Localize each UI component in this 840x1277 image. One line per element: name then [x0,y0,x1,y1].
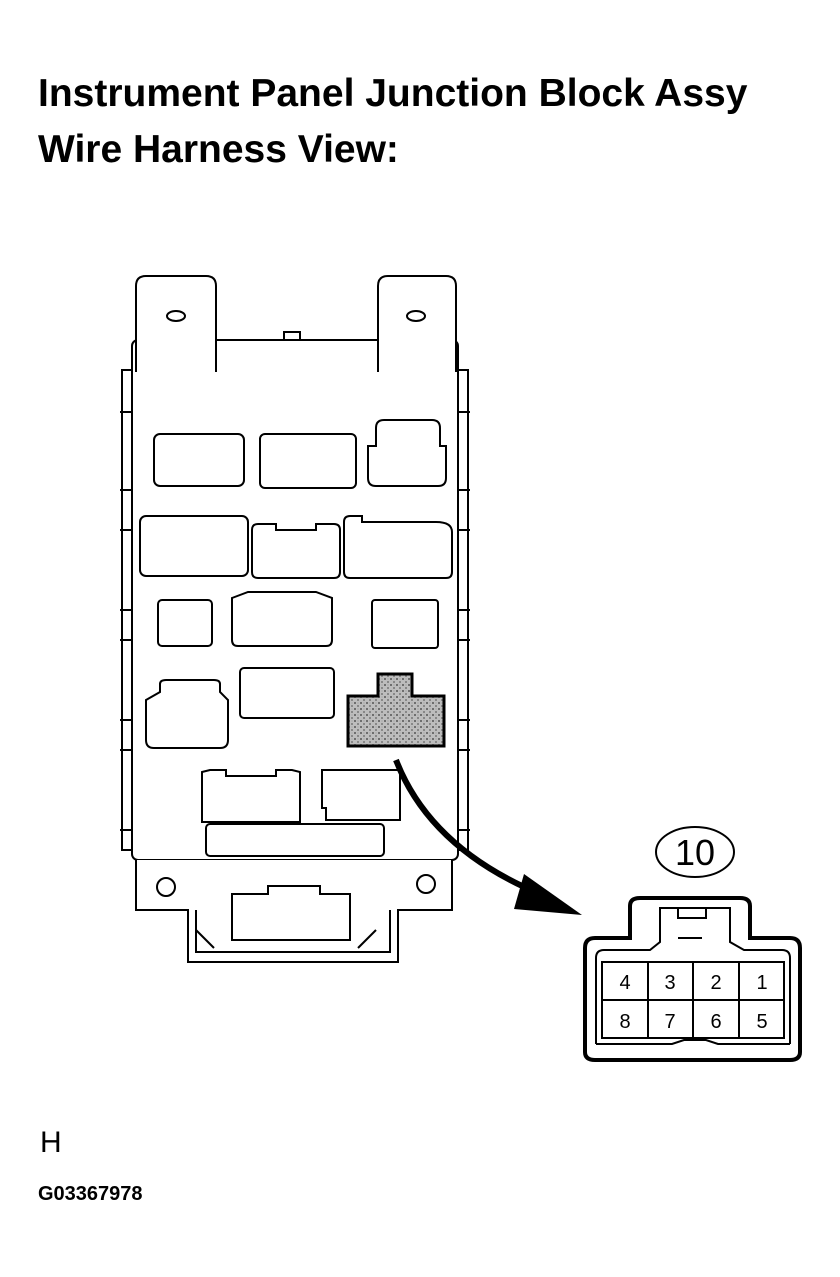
title-line-1: Instrument Panel Junction Block Assy [38,72,748,115]
hatch-right [357,929,377,949]
connector-slot [367,419,447,487]
connector-slot [321,769,401,821]
pin-labels: 4 3 2 1 8 7 6 5 [619,972,767,1033]
pin-label: 5 [756,1011,767,1033]
right-bolt-hole [416,874,436,894]
left-bolt-hole [156,877,176,897]
diagram-title: Instrument Panel Junction Block Assy Wir… [38,66,747,178]
connector-slot [239,667,335,719]
connector-slot [145,679,229,749]
right-mount-tab [377,275,457,372]
connector-slot [139,515,249,577]
pin-label: 3 [664,972,675,994]
pin-label: 4 [619,972,630,994]
connector-slot [153,433,245,487]
pin-label: 8 [619,1011,630,1033]
right-mount-hole [406,310,426,322]
connector-slot [371,599,439,649]
pin-label: 2 [710,972,721,994]
connector-slot [205,823,385,857]
callout-arrow [393,758,582,915]
connector-bottom-key [596,1039,790,1045]
junction-block [120,275,470,963]
view-code: H [40,1126,62,1159]
pin-label: 7 [664,1011,675,1033]
connector-number-label: 10 [655,826,735,878]
connector-number: 10 [675,832,715,873]
left-clips [120,411,132,831]
connector-slot [259,433,357,489]
highlighted-connector-location [346,672,446,748]
right-clips [458,411,470,831]
connector-slot [231,591,333,647]
left-mount-tab [135,275,217,372]
connector-slot [343,515,453,579]
top-edge-notch [216,331,378,341]
hatch-left [195,929,215,949]
lock-tab [677,907,707,919]
title-line-2: Wire Harness View: [38,128,399,171]
connector-slot [201,769,301,823]
pin-label: 1 [756,972,767,994]
pin-label: 6 [710,1011,721,1033]
bottom-connector-slot [231,885,351,941]
connector-front-view [583,896,802,1062]
figure-id: G03367978 [38,1183,143,1205]
connector-slot [251,523,341,579]
bottom-housing [135,860,453,963]
left-mount-hole [166,310,186,322]
connector-slot [157,599,213,647]
